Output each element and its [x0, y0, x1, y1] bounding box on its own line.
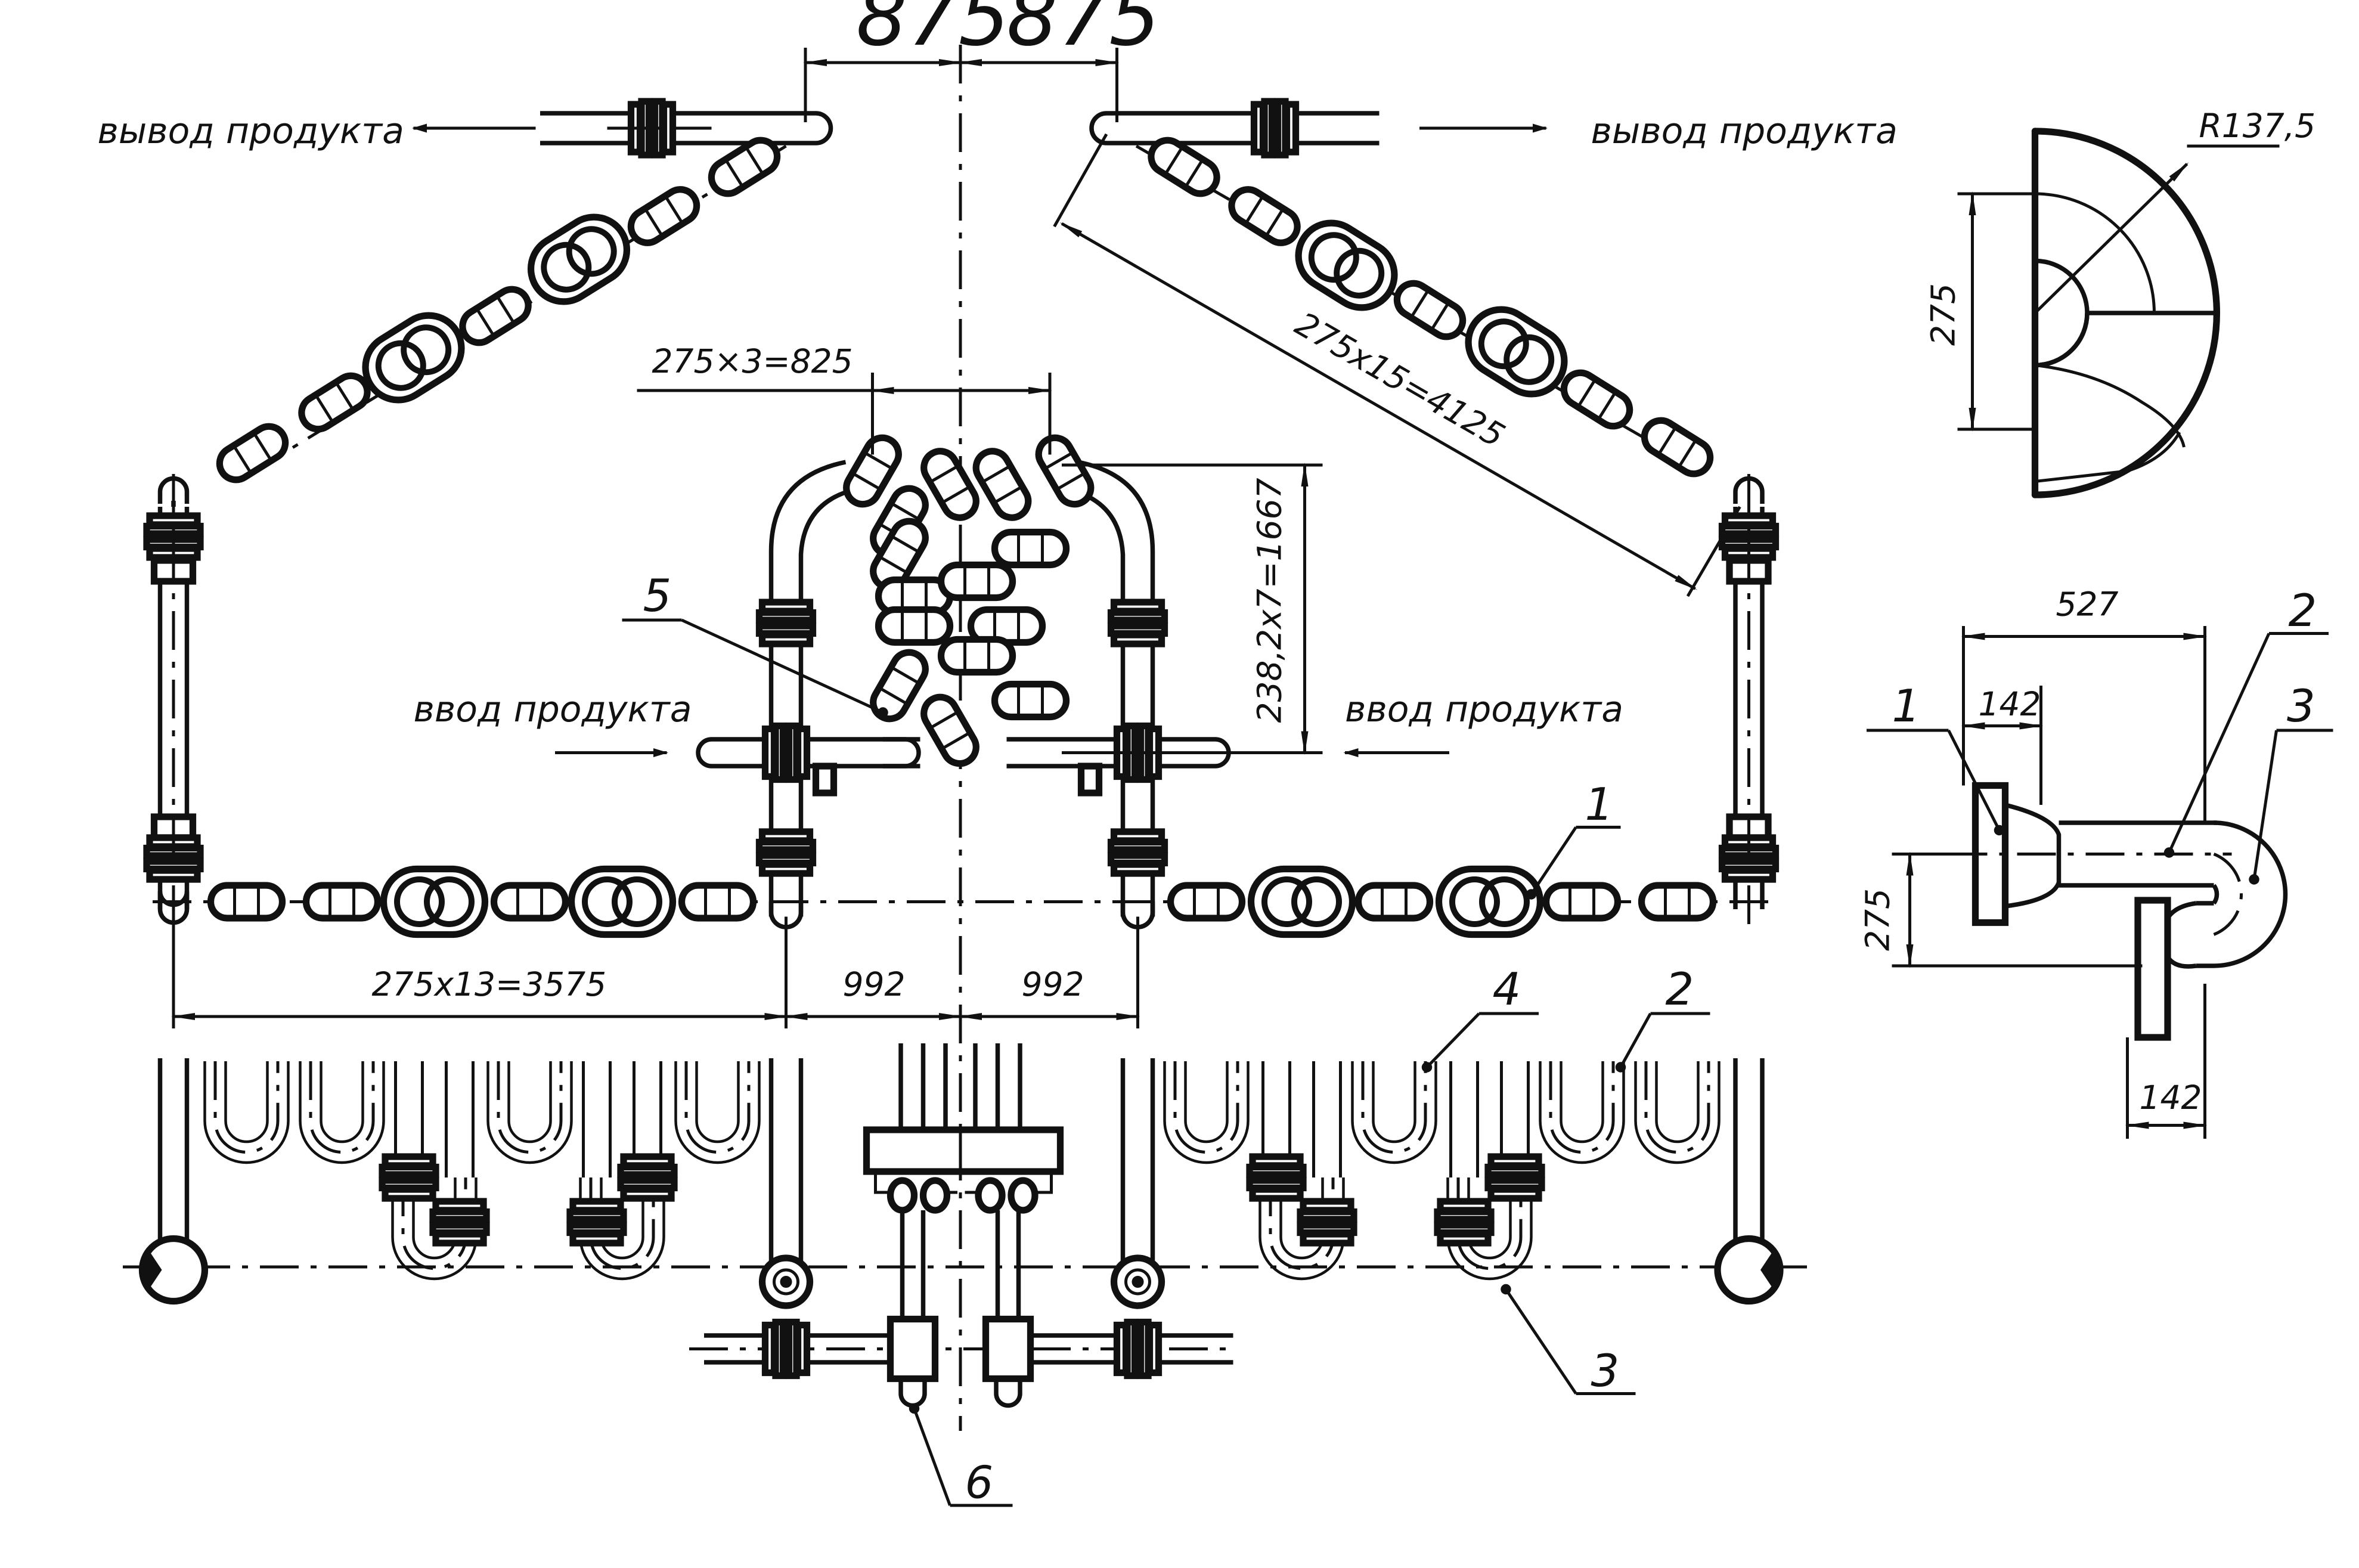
callout-2-elevation: 2	[1615, 963, 1710, 1073]
callouts-detail: 1 2 3	[1867, 584, 2333, 880]
section-detail-bend: R137,5 275	[1924, 107, 2316, 498]
dim-992-left: 992	[843, 965, 906, 1003]
dim-875: 875 875	[803, 0, 1161, 122]
dim-3575: 275x13=3575 992 992	[171, 916, 1140, 1028]
coil-left-diagonal	[213, 134, 787, 486]
callout-1-plan: 1	[1526, 778, 1621, 900]
dim-825-text: 275×3=825	[652, 342, 853, 380]
label-input-left: ввод продукта	[414, 689, 692, 730]
dim-275-side: 275	[1859, 888, 1897, 951]
dim-527-text: 527	[2056, 585, 2119, 624]
outlet-left: вывод продукта	[98, 101, 833, 155]
callout-4: 4	[1421, 963, 1539, 1073]
callout-1-plan-text: 1	[1585, 778, 1614, 831]
dim-875-left: 875	[856, 0, 1010, 64]
riser-right	[1722, 474, 1776, 924]
dim-875-right: 875	[1007, 0, 1161, 64]
dim-992-right: 992	[1022, 965, 1084, 1003]
callout-1-detail-text: 1	[1892, 680, 1921, 732]
label-output-left: вывод продукта	[98, 110, 404, 152]
coil-bottom-row	[157, 869, 1713, 935]
dim-142-top-text: 142	[1979, 685, 2041, 723]
dim-1667-text: 238,2x7=1667	[1251, 478, 1289, 723]
callout-6-text: 6	[965, 1457, 994, 1509]
dim-4125: 275x15=4125	[1053, 133, 1741, 597]
coil-right-diagonal	[1135, 134, 1716, 480]
central-coil: ввод продукта ввод продукта	[414, 432, 1623, 929]
dim-142-bottom-text: 142	[2140, 1079, 2202, 1117]
callout-6: 6	[909, 1403, 1013, 1509]
label-output-right: вывод продукта	[1591, 110, 1898, 152]
dim-3575-text: 275x13=3575	[372, 965, 607, 1003]
callout-2-detail-text: 2	[2289, 584, 2317, 637]
elevation-view	[122, 1043, 1807, 1408]
callout-3-elevation-text: 3	[1591, 1344, 1620, 1397]
label-input-right: ввод продукта	[1345, 689, 1623, 730]
side-detail-elbow: 527 142 275 142	[1859, 585, 2288, 1139]
dim-1667: 238,2x7=1667	[1062, 463, 1323, 755]
dim-r1375-text: R137,5	[2199, 107, 2316, 145]
callout-5-text: 5	[643, 569, 672, 622]
callout-4-text: 4	[1493, 963, 1521, 1015]
dim-275-section: 275	[1924, 283, 1963, 346]
callout-2-elevation-text: 2	[1666, 963, 1694, 1015]
callout-3-elevation: 3	[1501, 1284, 1636, 1397]
callout-3-detail-text: 3	[2287, 680, 2315, 732]
riser-left	[147, 474, 200, 924]
dim-825: 275×3=825	[637, 342, 1052, 455]
callout-5: 5	[622, 569, 888, 718]
outlet-right: вывод продукта	[1089, 101, 1898, 155]
